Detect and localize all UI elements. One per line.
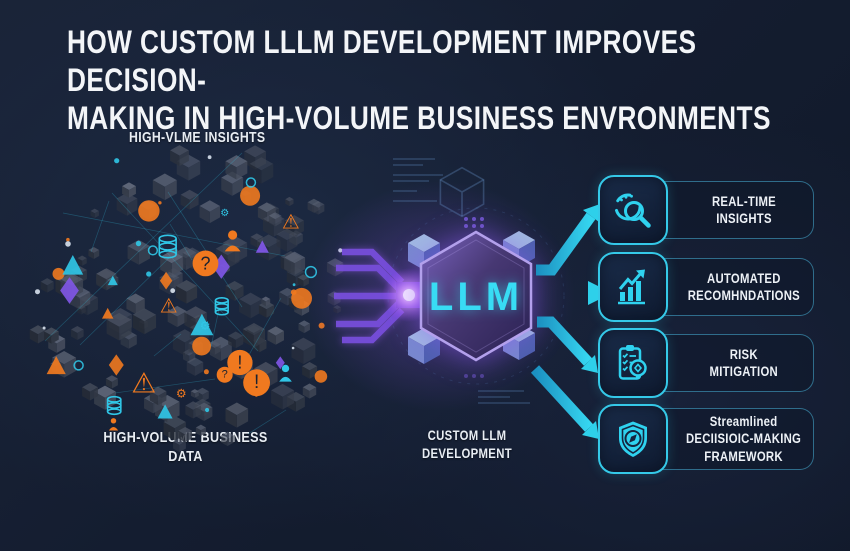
checklist-bulb-icon-tile: [598, 328, 668, 398]
outcome-streamlined-framework: Streamlined DECIISIOIC-MAKING FRAMEWORK: [598, 404, 814, 474]
circuit-ring-decor: [387, 207, 565, 385]
svg-text:⚠: ⚠: [131, 368, 156, 399]
growth-chart-icon: [618, 269, 645, 305]
custom-llm-label: CUSTOM LLM DEVELOPMENT: [421, 428, 513, 461]
arrow-1: [536, 212, 596, 276]
svg-text:⚠: ⚠: [282, 211, 300, 233]
llm-hexagon: LLM: [419, 230, 533, 362]
checklist-bulb-icon: [618, 345, 647, 380]
svg-text:⚙: ⚙: [200, 319, 211, 333]
outcome-label: RISK MITIGATION: [709, 346, 779, 379]
magnifier-globe-icon: [614, 193, 651, 228]
trace-node-chip: [396, 282, 422, 308]
magnifier-globe-icon-tile: [598, 175, 668, 245]
svg-text:?: ?: [222, 369, 228, 381]
outcome-risk-mitigation: RISK MITIGATION: [598, 328, 814, 398]
glow-node: [382, 268, 436, 322]
arrow-3: [537, 316, 593, 366]
shield-compass-icon: [619, 421, 647, 457]
llm-hexagon-label: LLM: [429, 275, 523, 319]
outcome-label: Streamlined DECIISIOIC-MAKING FRAMEWORK: [686, 414, 802, 464]
shield-compass-icon-tile: [598, 404, 668, 474]
svg-text:?: ?: [200, 253, 210, 273]
outcome-label: AUTOMATED RECOMHNDATIONS: [687, 270, 801, 303]
outcome-real-time-insights: REAL-TIME INSIGHTS: [598, 175, 814, 245]
svg-text:⚠: ⚠: [160, 296, 178, 318]
svg-text:!: !: [237, 353, 242, 373]
schematic-decor: [393, 158, 530, 404]
hexagon-corner-cubes: [408, 231, 535, 364]
wireframe-cube-decor: [439, 166, 485, 218]
svg-text:!: !: [254, 372, 259, 393]
insights-label: HIGH-VLME INSIGHTS: [129, 129, 266, 146]
page-title: HOW CUSTOM LLLM DEVELOPMENT IMPROVES DEC…: [67, 24, 771, 136]
svg-text:⚙: ⚙: [220, 208, 229, 219]
outcome-label: REAL-TIME INSIGHTS: [711, 193, 776, 226]
outcome-automated-recommendations: AUTOMATED RECOMHNDATIONS: [598, 252, 814, 322]
data-cluster-illustration: ⚙ ⚙ ⚙ ⚠ ⚠ ⚠??!!: [29, 145, 344, 453]
dot-grid-decor: [464, 217, 484, 378]
growth-chart-icon-tile: [598, 252, 668, 322]
arrow-4: [530, 365, 594, 432]
svg-text:⚙: ⚙: [176, 386, 187, 400]
outcome-arrows: [530, 212, 596, 432]
glow-node-core: [403, 289, 415, 301]
